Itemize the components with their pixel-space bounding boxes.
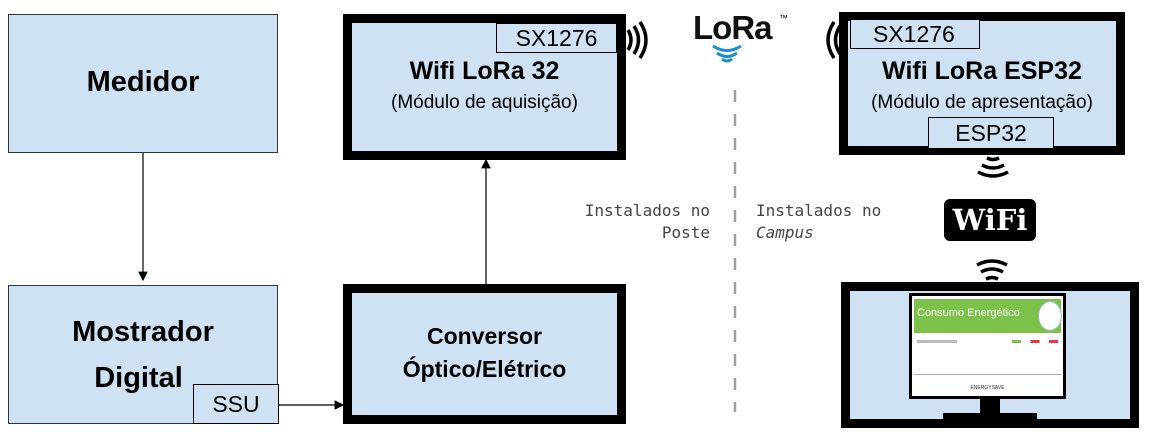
- lora-logo-text: LoRa: [693, 9, 772, 46]
- monitor-header: [914, 299, 1061, 333]
- label-poste-line2: Poste: [661, 223, 710, 242]
- radio-waves-icon: [626, 21, 648, 59]
- monitor-base: [943, 413, 1037, 421]
- conversor-box: [343, 284, 626, 424]
- label-campus: Instalados no Campus: [756, 200, 906, 244]
- wifi-lora-esp32-subtitle: (Módulo de apresentação): [871, 92, 1093, 113]
- sx1276-tag-left: SX1276: [496, 23, 617, 53]
- mostrador-label-line1: Mostrador: [72, 316, 214, 348]
- label-poste: Instalados no Poste: [560, 200, 710, 244]
- medidor-box: [8, 14, 278, 153]
- wifi-lora-esp32-title: Wifi LoRa ESP32: [882, 57, 1082, 85]
- lora-trademark: ™: [779, 13, 788, 23]
- monitor-divider: [914, 374, 1061, 375]
- monitor-footer-logo: ENERGYSAVE: [970, 385, 1005, 391]
- ssu-tag: SSU: [193, 384, 279, 424]
- monitor-screen: Consumo Energético ENERGYSAVE: [909, 293, 1066, 399]
- mostrador-label-line2: Digital: [94, 362, 183, 394]
- wifi-lora-32-subtitle: (Módulo de aquisição): [391, 92, 578, 113]
- signal-waves-up-icon: [976, 259, 1008, 281]
- wifi-logo: WiFi: [944, 199, 1036, 241]
- sx1276-tag-right: SX1276: [850, 19, 980, 49]
- label-campus-line1: Instalados no: [756, 201, 882, 220]
- monitor-seal-icon: [1038, 301, 1062, 331]
- monitor-neck: [980, 399, 1000, 415]
- esp32-tag: ESP32: [928, 117, 1054, 149]
- lora-logo: LoRa ™: [693, 9, 793, 65]
- conversor-label-line1: Conversor: [426, 323, 543, 349]
- wifi-lora-32-title: Wifi LoRa 32: [409, 57, 560, 85]
- medidor-label: Medidor: [86, 66, 200, 98]
- label-campus-line2: Campus: [756, 223, 814, 242]
- monitor-legend-dots: [1012, 340, 1058, 343]
- signal-waves-down-icon: [977, 156, 1009, 178]
- monitor-content-line: [917, 340, 957, 343]
- lora-waves-icon: [712, 44, 742, 63]
- label-poste-line1: Instalados no: [584, 201, 710, 220]
- monitor-header-title: Consumo Energético: [917, 307, 1020, 319]
- conversor-label-line2: Óptico/Elétrico: [402, 356, 567, 382]
